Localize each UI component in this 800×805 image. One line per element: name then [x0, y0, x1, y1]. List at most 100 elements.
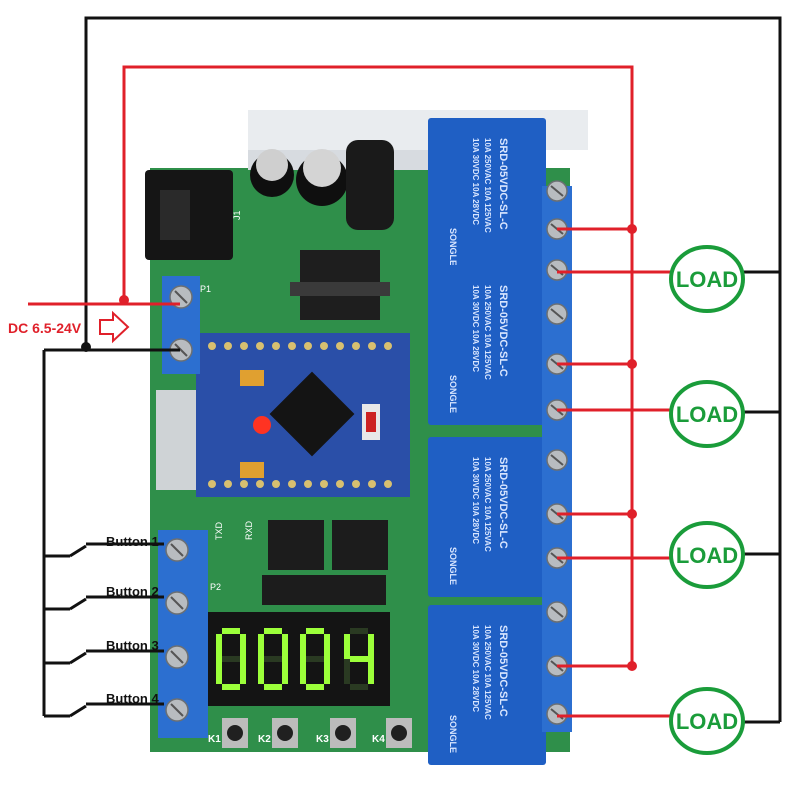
relay-brand-text: SONGLE — [448, 547, 458, 585]
segment-c — [368, 659, 374, 684]
load-circle — [669, 521, 745, 589]
segment-e — [216, 659, 222, 684]
tactile-key-cap — [335, 725, 351, 741]
arduino-pin-top — [384, 342, 392, 350]
segment-g — [264, 656, 282, 662]
arduino-pin-top — [256, 342, 264, 350]
load-label: LOAD — [676, 267, 738, 292]
load-1: LOAD — [669, 245, 745, 313]
segment-b — [368, 634, 374, 659]
label-p2: P2 — [210, 582, 221, 592]
segment-f — [258, 634, 264, 659]
load-4: LOAD — [669, 687, 745, 755]
display-digit — [258, 628, 288, 690]
negative-wire — [69, 544, 87, 558]
relay-model-text: SRD-05VDC-SL-C — [497, 625, 509, 717]
load-circle — [669, 380, 745, 448]
segment-d — [264, 684, 282, 690]
tactile-key-label: K1 — [208, 734, 221, 745]
arduino-pin-top — [352, 342, 360, 350]
arduino-pin-top — [224, 342, 232, 350]
relay-body — [428, 605, 546, 765]
junction-dot — [119, 295, 129, 305]
arduino-crystal — [240, 370, 264, 386]
segment-f — [216, 634, 222, 659]
power-label: DC 6.5-24V — [8, 320, 82, 336]
arduino-pin-bottom — [304, 480, 312, 488]
screw-slot — [174, 343, 188, 357]
relay-modules: SRD-05VDC-SL-C 10A 250VAC 10A 125VAC 10A 3… — [428, 118, 546, 765]
arduino-pin-top — [336, 342, 344, 350]
arduino-pin-top — [288, 342, 296, 350]
load-2: LOAD — [669, 380, 745, 448]
segment-a — [264, 628, 282, 634]
relay-rating-text: 10A 250VAC 10A 125VAC — [483, 457, 492, 552]
driver-chip-2 — [332, 520, 388, 570]
arduino-pin-bottom — [320, 480, 328, 488]
segment-d — [306, 684, 324, 690]
screw-slot — [170, 703, 184, 717]
negative-wire — [69, 651, 87, 665]
relay-body — [428, 265, 546, 425]
arduino-pin-bottom — [384, 480, 392, 488]
load-label: LOAD — [676, 543, 738, 568]
segment-g — [222, 656, 240, 662]
relay-brand-text: SONGLE — [448, 715, 458, 753]
arduino-crystal-2 — [240, 462, 264, 478]
load-label: LOAD — [676, 709, 738, 734]
wires — [28, 16, 782, 724]
button-label-1: Button 1 — [106, 534, 159, 549]
button-label-2: Button 2 — [106, 584, 159, 599]
segment-b — [282, 634, 288, 659]
arduino-pin-bottom — [288, 480, 296, 488]
display-digits — [216, 628, 374, 690]
relay-brand-text: SONGLE — [448, 375, 458, 413]
junction-dot — [627, 359, 637, 369]
screw-terminals — [158, 180, 572, 738]
arduino-pin-top — [304, 342, 312, 350]
arduino-pin-top — [368, 342, 376, 350]
screw-slot — [550, 308, 564, 320]
button-label-3: Button 3 — [106, 638, 159, 653]
relay-rating-text: 10A 30VDC 10A 28VDC — [471, 285, 480, 372]
relay-brand-text: SONGLE — [448, 228, 458, 266]
segment-d — [350, 684, 368, 690]
arduino-pin-bottom — [352, 480, 360, 488]
arduino-mcu-chip — [269, 371, 355, 457]
screw-slot — [550, 185, 564, 197]
capacitor-2-top — [303, 149, 341, 187]
junction-dot — [627, 224, 637, 234]
arduino-reset-cap — [366, 412, 376, 432]
segment-f — [300, 634, 306, 659]
display-digit — [344, 628, 374, 690]
segment-a — [222, 628, 240, 634]
segment-a — [306, 628, 324, 634]
display-digit — [216, 628, 246, 690]
regulator-heatsink — [290, 282, 390, 296]
screw-slot — [550, 606, 564, 618]
arduino-pin-top — [320, 342, 328, 350]
arduino-pin-bottom — [208, 480, 216, 488]
segment-c — [240, 659, 246, 684]
arduino-pin-bottom — [272, 480, 280, 488]
label-txd: TXD — [214, 521, 224, 540]
segment-c — [324, 659, 330, 684]
segment-e — [344, 659, 350, 684]
relay-model-text: SRD-05VDC-SL-C — [497, 457, 509, 549]
relay-rating-text: 10A 250VAC 10A 125VAC — [483, 625, 492, 720]
negative-wire — [69, 704, 87, 718]
relay-rating-text: 10A 30VDC 10A 28VDC — [471, 138, 480, 225]
relay-body — [428, 118, 546, 278]
segment-e — [300, 659, 306, 684]
arduino-pin-top — [208, 342, 216, 350]
negative-wire — [69, 597, 87, 611]
segment-f — [344, 634, 350, 659]
segment-c — [282, 659, 288, 684]
relay-body — [428, 437, 546, 597]
arduino-header-pins — [208, 342, 392, 488]
